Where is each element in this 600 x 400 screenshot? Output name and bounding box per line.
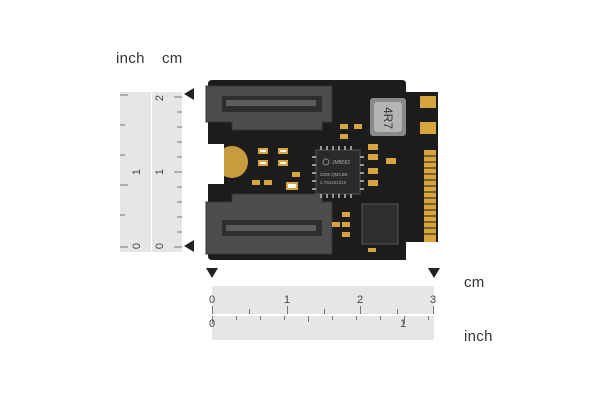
horizontal-cm-ticks (212, 306, 434, 314)
h-inch-tick-0: 0 (209, 318, 216, 330)
vertical-ruler-ticks (120, 94, 182, 248)
horizontal-inch-ticks (212, 316, 429, 324)
h-cm-tick-2: 2 (357, 294, 364, 306)
controller-chip (312, 146, 364, 198)
chip-text-3: 2.784401310 (320, 180, 347, 185)
secondary-chip (361, 203, 399, 245)
h-cm-tick-3: 3 (430, 294, 437, 306)
chip-text-1: JMB582 (332, 160, 351, 166)
vertical-cm-label: cm (162, 50, 183, 67)
top-marker-icon (184, 88, 194, 100)
right-marker-icon (428, 268, 440, 278)
horizontal-inch-ruler (212, 316, 434, 340)
v-inch-tick-1: 1 (131, 168, 144, 176)
sata-connector-bottom (205, 193, 333, 255)
h-cm-tick-0: 0 (209, 294, 216, 306)
bottom-marker-icon (184, 240, 194, 252)
inductor (370, 98, 406, 136)
horizontal-cm-ruler (212, 286, 434, 314)
ruler-divider (151, 92, 152, 252)
vertical-ruler (120, 92, 182, 252)
gold-fingers (420, 96, 436, 242)
left-marker-icon (206, 268, 218, 278)
h-inch-tick-1: 1 (400, 318, 407, 330)
v-cm-tick-1: 1 (154, 168, 167, 176)
m2-sata-adapter-board: 4R7 JMB582 2208 QMCB8- 2.784401310 (205, 80, 438, 260)
v-inch-tick-0: 0 (131, 242, 144, 250)
sata-connector-top (205, 85, 333, 131)
horizontal-inch-label: inch (464, 328, 493, 345)
horizontal-cm-label: cm (464, 274, 485, 291)
h-cm-tick-1: 1 (284, 294, 291, 306)
white-components (260, 150, 296, 188)
vertical-inch-label: inch (116, 50, 145, 67)
v-cm-tick-0: 0 (154, 242, 167, 250)
v-cm-tick-2: 2 (154, 94, 167, 102)
inductor-label: 4R7 (381, 107, 395, 129)
chip-text-2: 2208 QMCB8- (320, 172, 349, 177)
